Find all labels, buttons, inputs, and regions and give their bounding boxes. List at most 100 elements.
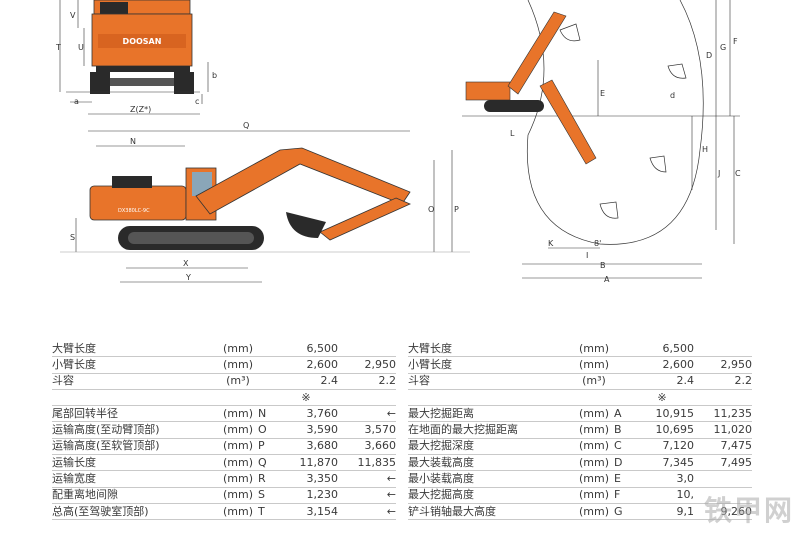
row-value-2: 2,950: [720, 357, 753, 371]
row-value-2: 11,020: [713, 423, 753, 437]
row-unit: (mm): [578, 504, 609, 518]
row-unit: (mm): [578, 406, 609, 420]
row-code: G: [614, 504, 623, 518]
row-value-1: 7,120: [662, 439, 695, 453]
svg-text:G: G: [720, 43, 726, 52]
row-value-1: 3,590: [306, 423, 339, 437]
row-value-2: [694, 389, 752, 405]
svg-text:F: F: [733, 37, 738, 46]
svg-text:J: J: [717, 169, 720, 178]
row-value-1: 3,760: [306, 406, 339, 420]
row-value-1: 2,600: [662, 357, 695, 371]
row-code: D: [614, 455, 623, 469]
row-code: T: [258, 504, 265, 518]
row-code: C: [614, 439, 622, 453]
row-value-2: [694, 341, 752, 357]
svg-text:K: K: [548, 239, 554, 248]
row-unit: (mm): [578, 341, 609, 355]
table-row: 小臂长度 (mm) 2,600 2,950: [408, 357, 753, 374]
row-value-2: ←: [386, 406, 396, 420]
row-value-1: 6,500: [662, 341, 695, 355]
row-unit: (mm): [222, 357, 253, 371]
row-unit: (mm): [578, 488, 609, 502]
row-unit: (mm): [222, 406, 253, 420]
row-label: 斗容: [52, 374, 74, 388]
row-label: 最小装载高度: [408, 472, 474, 486]
row-note-mark: ※: [301, 390, 311, 404]
row-label: 配重离地间隙: [52, 488, 118, 502]
side-view: Q N O P S X Y DX380LC-9C DOOSAN: [60, 121, 470, 283]
working-range-diagram: A B C D E F G H I J K L d 8': [462, 0, 741, 284]
row-code: [612, 341, 630, 357]
row-unit: (mm): [578, 455, 609, 469]
row-unit: (mm): [578, 439, 609, 453]
svg-text:S: S: [70, 233, 75, 242]
row-unit: (mm): [222, 423, 253, 437]
svg-text:U: U: [78, 43, 84, 52]
row-code: [256, 357, 274, 373]
row-value-1: 2.4: [676, 374, 695, 388]
row-label: 大臂长度: [52, 341, 96, 355]
row-label: 尾部回转半径: [52, 406, 118, 420]
row-unit: (mm): [222, 472, 253, 486]
table-row: 最小装载高度 (mm) E 3,0: [408, 471, 752, 488]
svg-text:E: E: [600, 89, 605, 98]
row-code: S: [258, 488, 265, 502]
svg-text:8': 8': [594, 239, 601, 248]
table-row: ※: [52, 389, 396, 406]
row-value-1: 3,680: [306, 439, 339, 453]
row-value-1: 10,915: [655, 406, 695, 420]
row-value-1: 3,0: [676, 472, 695, 486]
row-value-2: ←: [386, 504, 396, 518]
row-value-1: 2,600: [306, 357, 339, 371]
row-code: E: [614, 472, 621, 486]
row-code: R: [258, 472, 266, 486]
row-code: Q: [258, 455, 267, 469]
svg-text:A: A: [604, 275, 610, 284]
svg-text:X: X: [183, 259, 189, 268]
row-value-1: 10,: [676, 488, 695, 502]
row-unit: [576, 389, 612, 405]
row-value-2: [338, 341, 396, 357]
row-unit: (mm): [222, 439, 253, 453]
row-unit: (mm): [578, 472, 609, 486]
row-value-1: 1,230: [306, 488, 339, 502]
row-label: 在地面的最大挖掘距离: [408, 423, 518, 437]
row-label: 运输高度(至软管顶部): [52, 439, 160, 453]
row-label: 小臂长度: [408, 357, 452, 371]
row-label: 最大挖掘深度: [408, 439, 474, 453]
row-code: [256, 389, 274, 405]
svg-text:Q: Q: [243, 121, 249, 130]
svg-text:B: B: [600, 261, 606, 270]
row-unit: (mm): [222, 455, 253, 469]
svg-text:a: a: [74, 97, 79, 106]
svg-text:C: C: [735, 169, 741, 178]
row-label: 运输长度: [52, 455, 96, 469]
row-unit: (mm): [222, 504, 253, 518]
row-code: [612, 357, 630, 373]
row-label: 最大装载高度: [408, 455, 474, 469]
row-value-1: 3,350: [306, 472, 339, 486]
site-watermark: 铁甲网: [703, 494, 794, 527]
row-value-2: 3,660: [364, 439, 397, 453]
front-brand-text: DOOSAN: [123, 37, 162, 46]
row-code: O: [258, 423, 267, 437]
svg-text:H: H: [702, 145, 708, 154]
row-label: 运输宽度: [52, 472, 96, 486]
row-value-1: 7,345: [662, 455, 695, 469]
row-unit: (mm): [578, 357, 609, 371]
row-label: 最大挖掘距离: [408, 406, 474, 420]
svg-text:P: P: [454, 205, 459, 214]
row-label: [408, 389, 576, 405]
row-code: [256, 341, 274, 357]
svg-text:I: I: [586, 251, 588, 260]
svg-text:N: N: [130, 137, 136, 146]
